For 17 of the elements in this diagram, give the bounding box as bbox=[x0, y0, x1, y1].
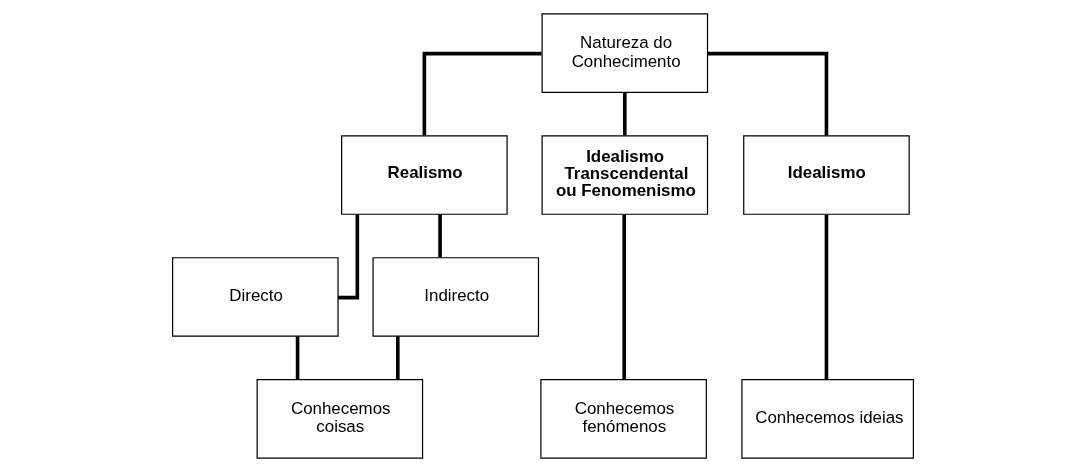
connector bbox=[622, 214, 626, 380]
node-box: Conhecemos coisas bbox=[256, 378, 424, 459]
connector bbox=[623, 91, 627, 135]
node-box: Indirecto bbox=[372, 256, 540, 337]
connector bbox=[422, 51, 542, 136]
node-box: Idealismo bbox=[743, 134, 910, 215]
node-box: Conhecemos fenómenos bbox=[540, 378, 707, 459]
node-box: Conhecemos ideias bbox=[741, 378, 914, 459]
connector bbox=[708, 51, 829, 136]
node-box: Idealismo Transcendental ou Fenomenismo bbox=[541, 134, 709, 215]
node-box: Natureza do Conhecimento bbox=[541, 12, 709, 93]
node-box: Realismo bbox=[341, 134, 508, 215]
node-box: Directo bbox=[172, 256, 339, 337]
connector bbox=[438, 213, 442, 257]
connector bbox=[295, 335, 300, 379]
connector bbox=[824, 214, 829, 380]
connector bbox=[396, 335, 400, 379]
